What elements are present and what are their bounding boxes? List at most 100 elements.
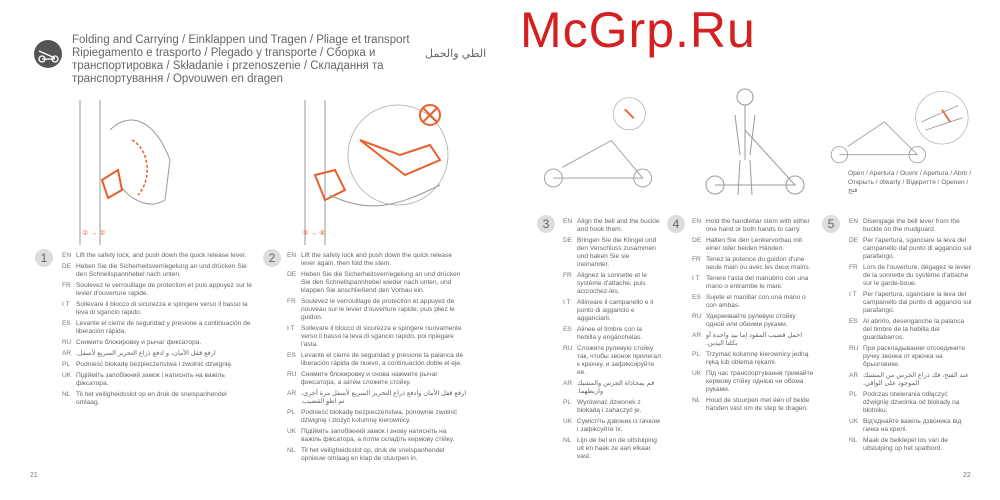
language-code: I T — [563, 299, 571, 306]
instruction-text: Bringen Sie die Klingel und den Verschlu… — [577, 237, 657, 268]
language-code: NL — [563, 437, 572, 444]
language-code: DE — [849, 237, 859, 244]
instruction-row: I T Allineare il campanello e il punto di… — [563, 299, 661, 323]
language-code: DE — [287, 271, 297, 278]
language-code: PL — [849, 391, 858, 398]
language-code: ES — [849, 318, 858, 325]
step-number-2: 2 — [263, 249, 281, 267]
step4-illustration — [705, 88, 805, 196]
language-code: DE — [692, 237, 702, 244]
step-3-instructions: EN Align the bell and the buckle and hook… — [563, 218, 661, 464]
instruction-text: Heben Sie die Sicherheitsverriegelung an… — [76, 263, 247, 278]
instruction-text: Houd de stuurpen met één of beide handen… — [706, 397, 810, 412]
instruction-text: Maak de belklepel los van de uitstulping… — [863, 437, 949, 452]
instruction-text: Soulevez le verrouillage de protection e… — [76, 282, 252, 297]
language-code: PL — [287, 409, 296, 416]
language-code: ES — [62, 320, 71, 327]
instruction-text: ارفع قفل الأمان، و ادفع ذراع التحرير الس… — [76, 350, 216, 357]
instruction-text: Снимите блокировку и рычаг фиксатора. — [76, 339, 202, 346]
instruction-text: Сложите рулевую стойку так, чтобы звонок… — [577, 345, 661, 376]
step3-illustration — [544, 97, 653, 188]
instruction-text: Підійміть запобіжний замок і знову натис… — [301, 428, 455, 443]
language-code: RU — [849, 345, 859, 352]
step-number-1: 1 — [35, 249, 53, 267]
instruction-text: Per l'apertura, sganciare la leva del ca… — [863, 237, 972, 260]
open-label: Open / Apertura / Ouvrir / Apertura / Ab… — [848, 170, 972, 195]
language-code: ES — [563, 326, 572, 333]
instruction-row: PL Podczas otwierania odłączyć dźwignię d… — [849, 391, 974, 415]
language-code: PL — [563, 399, 572, 406]
instruction-text: Heben Sie die Sicherheitsverriegelung an… — [301, 271, 461, 294]
instruction-text: عند الفتح، فك ذراع الجرس من المشبك الموج… — [863, 372, 969, 387]
language-code: ES — [692, 294, 701, 301]
instruction-text: Lors de l'ouverture, dégagez le levier d… — [863, 264, 971, 287]
instruction-text: Podnieść blokadę bezpieczeństwa, ponowni… — [301, 409, 458, 424]
instruction-text: Підійміть запобіжний замок і натисніть н… — [76, 372, 225, 387]
instruction-row: EN Align the bell and the buckle and hook… — [563, 218, 661, 234]
language-code: RU — [62, 339, 72, 346]
scooter-icon — [34, 40, 62, 68]
instruction-text: Alinee el timbre con la hebilla y engánc… — [577, 326, 643, 341]
language-code: AR — [62, 350, 72, 357]
instruction-row: ES Alinee el timbre con la hebilla y engá… — [563, 326, 661, 342]
instruction-text: Tenere l'asta del manubrio con una mano … — [706, 275, 809, 290]
instruction-text: Align the bell and the buckle and hook t… — [577, 218, 660, 233]
language-code: EN — [849, 218, 859, 225]
instruction-text: Podczas otwierania odłączyć dźwignię dzw… — [863, 391, 960, 414]
instruction-row: DE Per l'apertura, sganciare la leva del … — [849, 237, 974, 261]
instruction-row: ES Al abrirlo, desenganche la palanca del… — [849, 318, 974, 342]
instruction-text: Til het veiligheidsslot op en druk de sn… — [76, 391, 227, 406]
instruction-text: Trzymać kolumnę kierownicy jedną ręką lu… — [706, 351, 809, 366]
language-code: EN — [563, 218, 573, 225]
instruction-text: Levante el cierre de seguridad y presion… — [301, 352, 464, 367]
page-title: Folding and Carrying / Einklappen und Tr… — [72, 34, 410, 85]
instruction-text: Allineare il campanello e il punto di ag… — [577, 299, 654, 322]
instruction-text: Alignez la sonnette et le système d'atta… — [577, 272, 648, 295]
language-code: RU — [563, 345, 573, 352]
instruction-text: Wyrównać dzwonek z blokadą i zahaczyć je… — [577, 399, 642, 414]
instruction-text: قم بمحاذاة الجرس والمشبك واربطهما. — [577, 380, 655, 395]
language-code: UK — [62, 372, 72, 379]
instruction-text: Podnieść blokadę bezpieczeństwa i zwolni… — [76, 361, 233, 368]
language-code: EN — [62, 252, 72, 259]
instruction-text: Til het veiligheidsslot op, druk de snel… — [301, 447, 445, 462]
language-code: RU — [287, 371, 297, 378]
page-number-right: 22 — [963, 472, 971, 479]
language-code: RU — [692, 313, 702, 320]
step2-illustration: ③ → ④ — [302, 100, 449, 245]
step-number-3: 3 — [537, 215, 555, 233]
instruction-text: Al abrirlo, desenganche la palanca del t… — [863, 318, 965, 341]
instruction-row: RU Сложите рулевую стойку так, чтобы звон… — [563, 345, 661, 377]
language-code: PL — [692, 351, 701, 358]
instruction-text: Удерживайте рулевую стойку одной или обе… — [706, 313, 796, 328]
page-number-left: 21 — [30, 472, 38, 479]
step1-diagram-label: ① → ② — [82, 229, 105, 237]
language-code: I T — [287, 325, 295, 332]
language-code: I T — [62, 301, 70, 308]
language-code: NL — [62, 391, 71, 398]
instruction-text: Soulevez le verrouillage de protection e… — [301, 298, 455, 321]
language-code: UK — [849, 418, 859, 425]
instruction-row: NL Til het veiligheidsslot op en druk de … — [62, 391, 252, 407]
instruction-row: PL Trzymać kolumnę kierownicy jedną ręką … — [692, 351, 814, 367]
language-code: AR — [287, 390, 297, 397]
